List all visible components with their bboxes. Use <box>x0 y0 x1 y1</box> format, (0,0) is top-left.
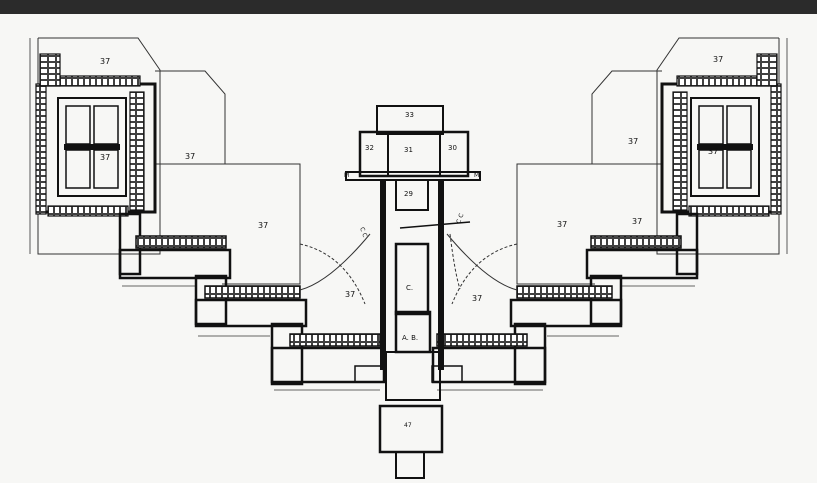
label-30: 30 <box>448 144 457 152</box>
label-c: C. <box>406 284 413 292</box>
label-cc-left: C C <box>358 226 368 238</box>
label-37-g: 37 <box>557 220 567 229</box>
label-37-k: 37 <box>713 55 723 64</box>
floor-plan: 37 37 37 37 37 37 37 37 37 37 37 33 32 3… <box>28 36 789 479</box>
left-wing <box>28 36 387 392</box>
label-37-i: 37 <box>628 137 638 146</box>
label-37-c: 37 <box>185 152 195 161</box>
label-37-d: 37 <box>258 221 268 230</box>
label-37-j: 37 <box>708 147 718 156</box>
label-m-right: M <box>474 172 479 179</box>
label-37-a: 37 <box>100 57 110 66</box>
label-m-left: M <box>344 172 349 179</box>
label-32: 32 <box>365 144 374 152</box>
label-37-e: 37 <box>345 290 355 299</box>
label-37-f: 37 <box>472 294 482 303</box>
label-31-a: 31 <box>404 146 413 154</box>
label-ab: A. B. <box>402 334 418 342</box>
label-33: 33 <box>405 111 414 119</box>
right-wing <box>430 36 789 392</box>
label-37-h: 37 <box>632 217 642 226</box>
label-47: 47 <box>404 422 412 429</box>
central-block <box>345 105 481 479</box>
label-29: 29 <box>404 190 413 198</box>
label-37-b: 37 <box>100 153 110 162</box>
label-cc-right: C C <box>455 213 465 225</box>
top-bar <box>0 0 817 14</box>
